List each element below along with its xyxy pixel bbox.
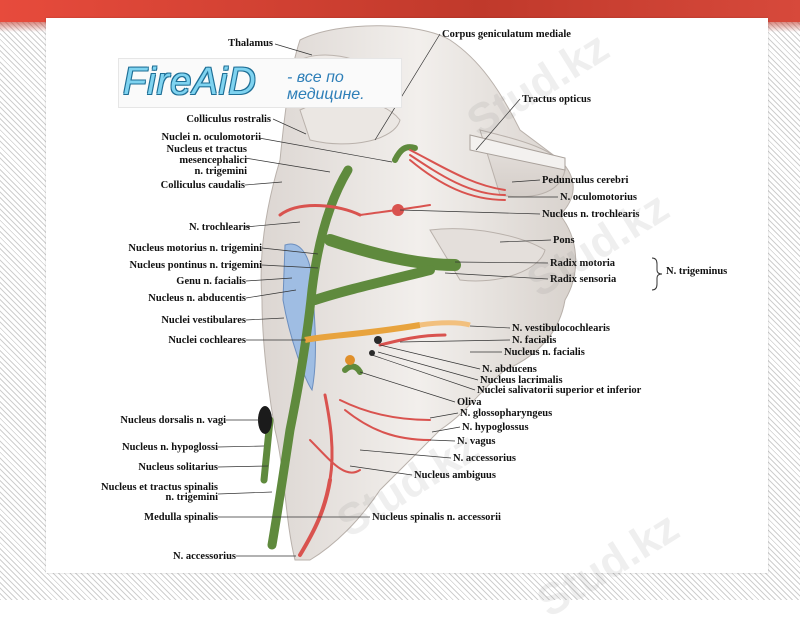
label-nucleus-hypoglossi: Nucleus n. hypoglossi (122, 442, 218, 453)
label-corpus-geniculatum: Corpus geniculatum mediale (442, 29, 571, 40)
label-mesencephalici-1: Nucleus et tractus (167, 144, 247, 155)
label-nuclei-vestibulares: Nuclei vestibulares (161, 315, 246, 326)
label-radix-sensoria: Radix sensoria (550, 274, 617, 285)
label-vagus: N. vagus (457, 436, 496, 447)
logo-tagline-line1: - все по (287, 69, 344, 86)
label-hypoglossus: N. hypoglossus (462, 422, 529, 433)
label-spinalis-accessorii: Nucleus spinalis n. accessorii (372, 512, 501, 523)
label-nucleus-abducentis: Nucleus n. abducentis (148, 293, 246, 304)
fireaid-logo: FireAiD - все по медицине. (118, 58, 402, 108)
label-mesencephalici-2: mesencephalici (179, 155, 247, 166)
label-nucleus-dorsalis: Nucleus dorsalis n. vagi (120, 415, 226, 426)
trigeminus-brace (651, 257, 663, 291)
label-nucleus-motorius: Nucleus motorius n. trigemini (128, 243, 262, 254)
label-accessorius: N. accessorius (453, 453, 516, 464)
label-oculomotorius: N. oculomotorius (560, 192, 637, 203)
label-pedunculus: Pedunculus cerebri (542, 175, 629, 186)
label-pons: Pons (553, 235, 575, 246)
label-nuclei-cochleares: Nuclei cochleares (168, 335, 246, 346)
vestibulocochlear-nerve (304, 322, 421, 343)
label-nucleus-solitarius: Nucleus solitarius (138, 462, 218, 473)
label-abducens: N. abducens (482, 364, 537, 375)
logo-brand: FireAiD (123, 61, 257, 103)
label-facialis: N. facialis (512, 335, 556, 346)
label-genu-facialis: Genu n. facialis (176, 276, 246, 287)
label-oliva: Oliva (457, 397, 482, 408)
label-spinalis-2: n. trigemini (166, 492, 219, 503)
red-nerves (278, 149, 506, 557)
label-tractus-opticus: Tractus opticus (522, 94, 591, 105)
label-salivatorii: Nuclei salivatorii superior et inferior (477, 385, 642, 396)
label-medulla: Medulla spinalis (144, 512, 218, 523)
label-nuclei-oculomotorii: Nuclei n. oculomotorii (162, 132, 262, 143)
label-glossopharyngeus: N. glossopharyngeus (460, 408, 552, 419)
label-spinalis-1: Nucleus et tractus spinalis (101, 482, 218, 493)
green-nuclei (260, 144, 461, 550)
label-nucleus-trochlearis: Nucleus n. trochlearis (542, 209, 640, 220)
label-mesencephalici-3: n. trigemini (195, 166, 248, 177)
label-thalamus: Thalamus (228, 38, 273, 49)
label-radix-motoria: Radix motoria (550, 258, 616, 269)
label-lacrimalis: Nucleus lacrimalis (480, 375, 563, 386)
logo-tagline: - все по медицине. (287, 69, 365, 103)
label-nucleus-facialis: Nucleus n. facialis (504, 347, 585, 358)
label-colliculus-caudalis: Colliculus caudalis (161, 180, 245, 191)
label-vestibulocochlearis: N. vestibulocochlearis (512, 323, 610, 334)
label-ambiguus: Nucleus ambiguus (414, 470, 496, 481)
label-trochlearis: N. trochlearis (189, 222, 250, 233)
label-colliculus-rostralis: Colliculus rostralis (186, 114, 271, 125)
nucleus-spots (258, 204, 404, 434)
label-accessorius-bottom: N. accessorius (173, 551, 236, 562)
leader-lines (217, 33, 558, 557)
brainstem-diagram: Thalamus Colliculus rostralis Nuclei n. … (101, 25, 727, 562)
label-trigeminus: N. trigeminus (666, 266, 727, 277)
label-nucleus-pontinus: Nucleus pontinus n. trigemini (130, 260, 263, 271)
logo-tagline-line2: медицине. (287, 86, 365, 103)
